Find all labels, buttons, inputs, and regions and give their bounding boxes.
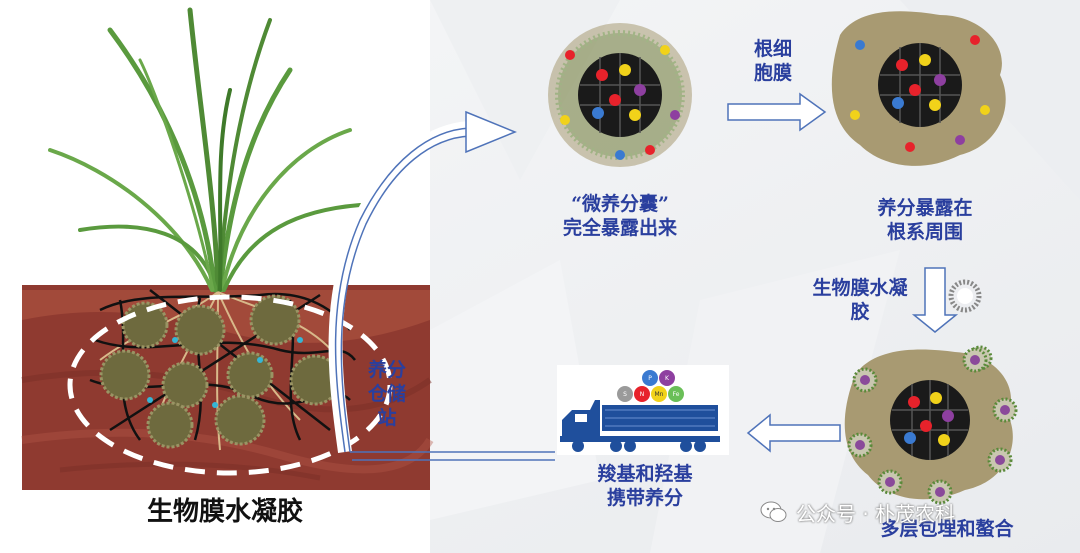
hydrogel-particles — [99, 294, 341, 449]
watermark: 公众号 · 朴茂农科 — [760, 497, 955, 527]
svg-text:S: S — [623, 391, 627, 398]
label-multilayer-chelation: 多层包埋和螯合 — [880, 518, 1014, 540]
svg-text:P: P — [648, 375, 652, 382]
label-biofilm-hydrogel-step: 生物膜水凝 胶 — [812, 277, 908, 323]
svg-text:K: K — [665, 375, 670, 382]
svg-text:N: N — [640, 391, 645, 398]
watermark-text: 公众号 · 朴茂农科 — [796, 501, 956, 526]
storage-boundary — [67, 294, 393, 476]
arrow-left-bottom — [746, 413, 841, 453]
nutrient-ball-n: N — [634, 386, 650, 402]
svg-text:Mn: Mn — [655, 391, 664, 398]
label-storage-station: 养分 仓储 站 — [367, 359, 406, 429]
label-carboxyl-carry: 羧基和羟基 携带养分 — [597, 463, 693, 509]
hydrogel-title: 生物膜水凝胶 — [146, 497, 303, 527]
return-line — [350, 451, 555, 461]
biofilm-hydrogel-icon — [948, 279, 982, 313]
nutrient-ball-p: P — [642, 370, 658, 386]
truck-nutrient-balls: P K S N Mn Fe — [617, 370, 684, 402]
nutrient-ball-k: K — [659, 370, 675, 386]
label-micro-capsule: “微养分囊” 完全暴露出来 — [562, 193, 677, 239]
left-panel — [0, 0, 434, 553]
multilayer-chelation-cluster — [844, 345, 1018, 505]
curved-arrow-up — [328, 110, 517, 453]
nutrient-ball-mn: Mn — [651, 386, 667, 402]
exposed-nutrient-cluster — [831, 11, 1006, 166]
svg-text:Fe: Fe — [673, 391, 680, 398]
nutrient-ball-s: S — [617, 386, 633, 402]
micro-capsule-cluster — [548, 23, 692, 167]
plant — [48, 7, 362, 293]
arrow-down-right — [911, 267, 959, 333]
label-root-membrane: 根细 胞膜 — [753, 38, 792, 84]
arrow-right-top — [727, 92, 827, 132]
wechat-icon — [760, 501, 787, 522]
nutrient-ball-fe: Fe — [668, 386, 684, 402]
label-exposed-around-root: 养分暴露在 根系周围 — [877, 197, 973, 243]
